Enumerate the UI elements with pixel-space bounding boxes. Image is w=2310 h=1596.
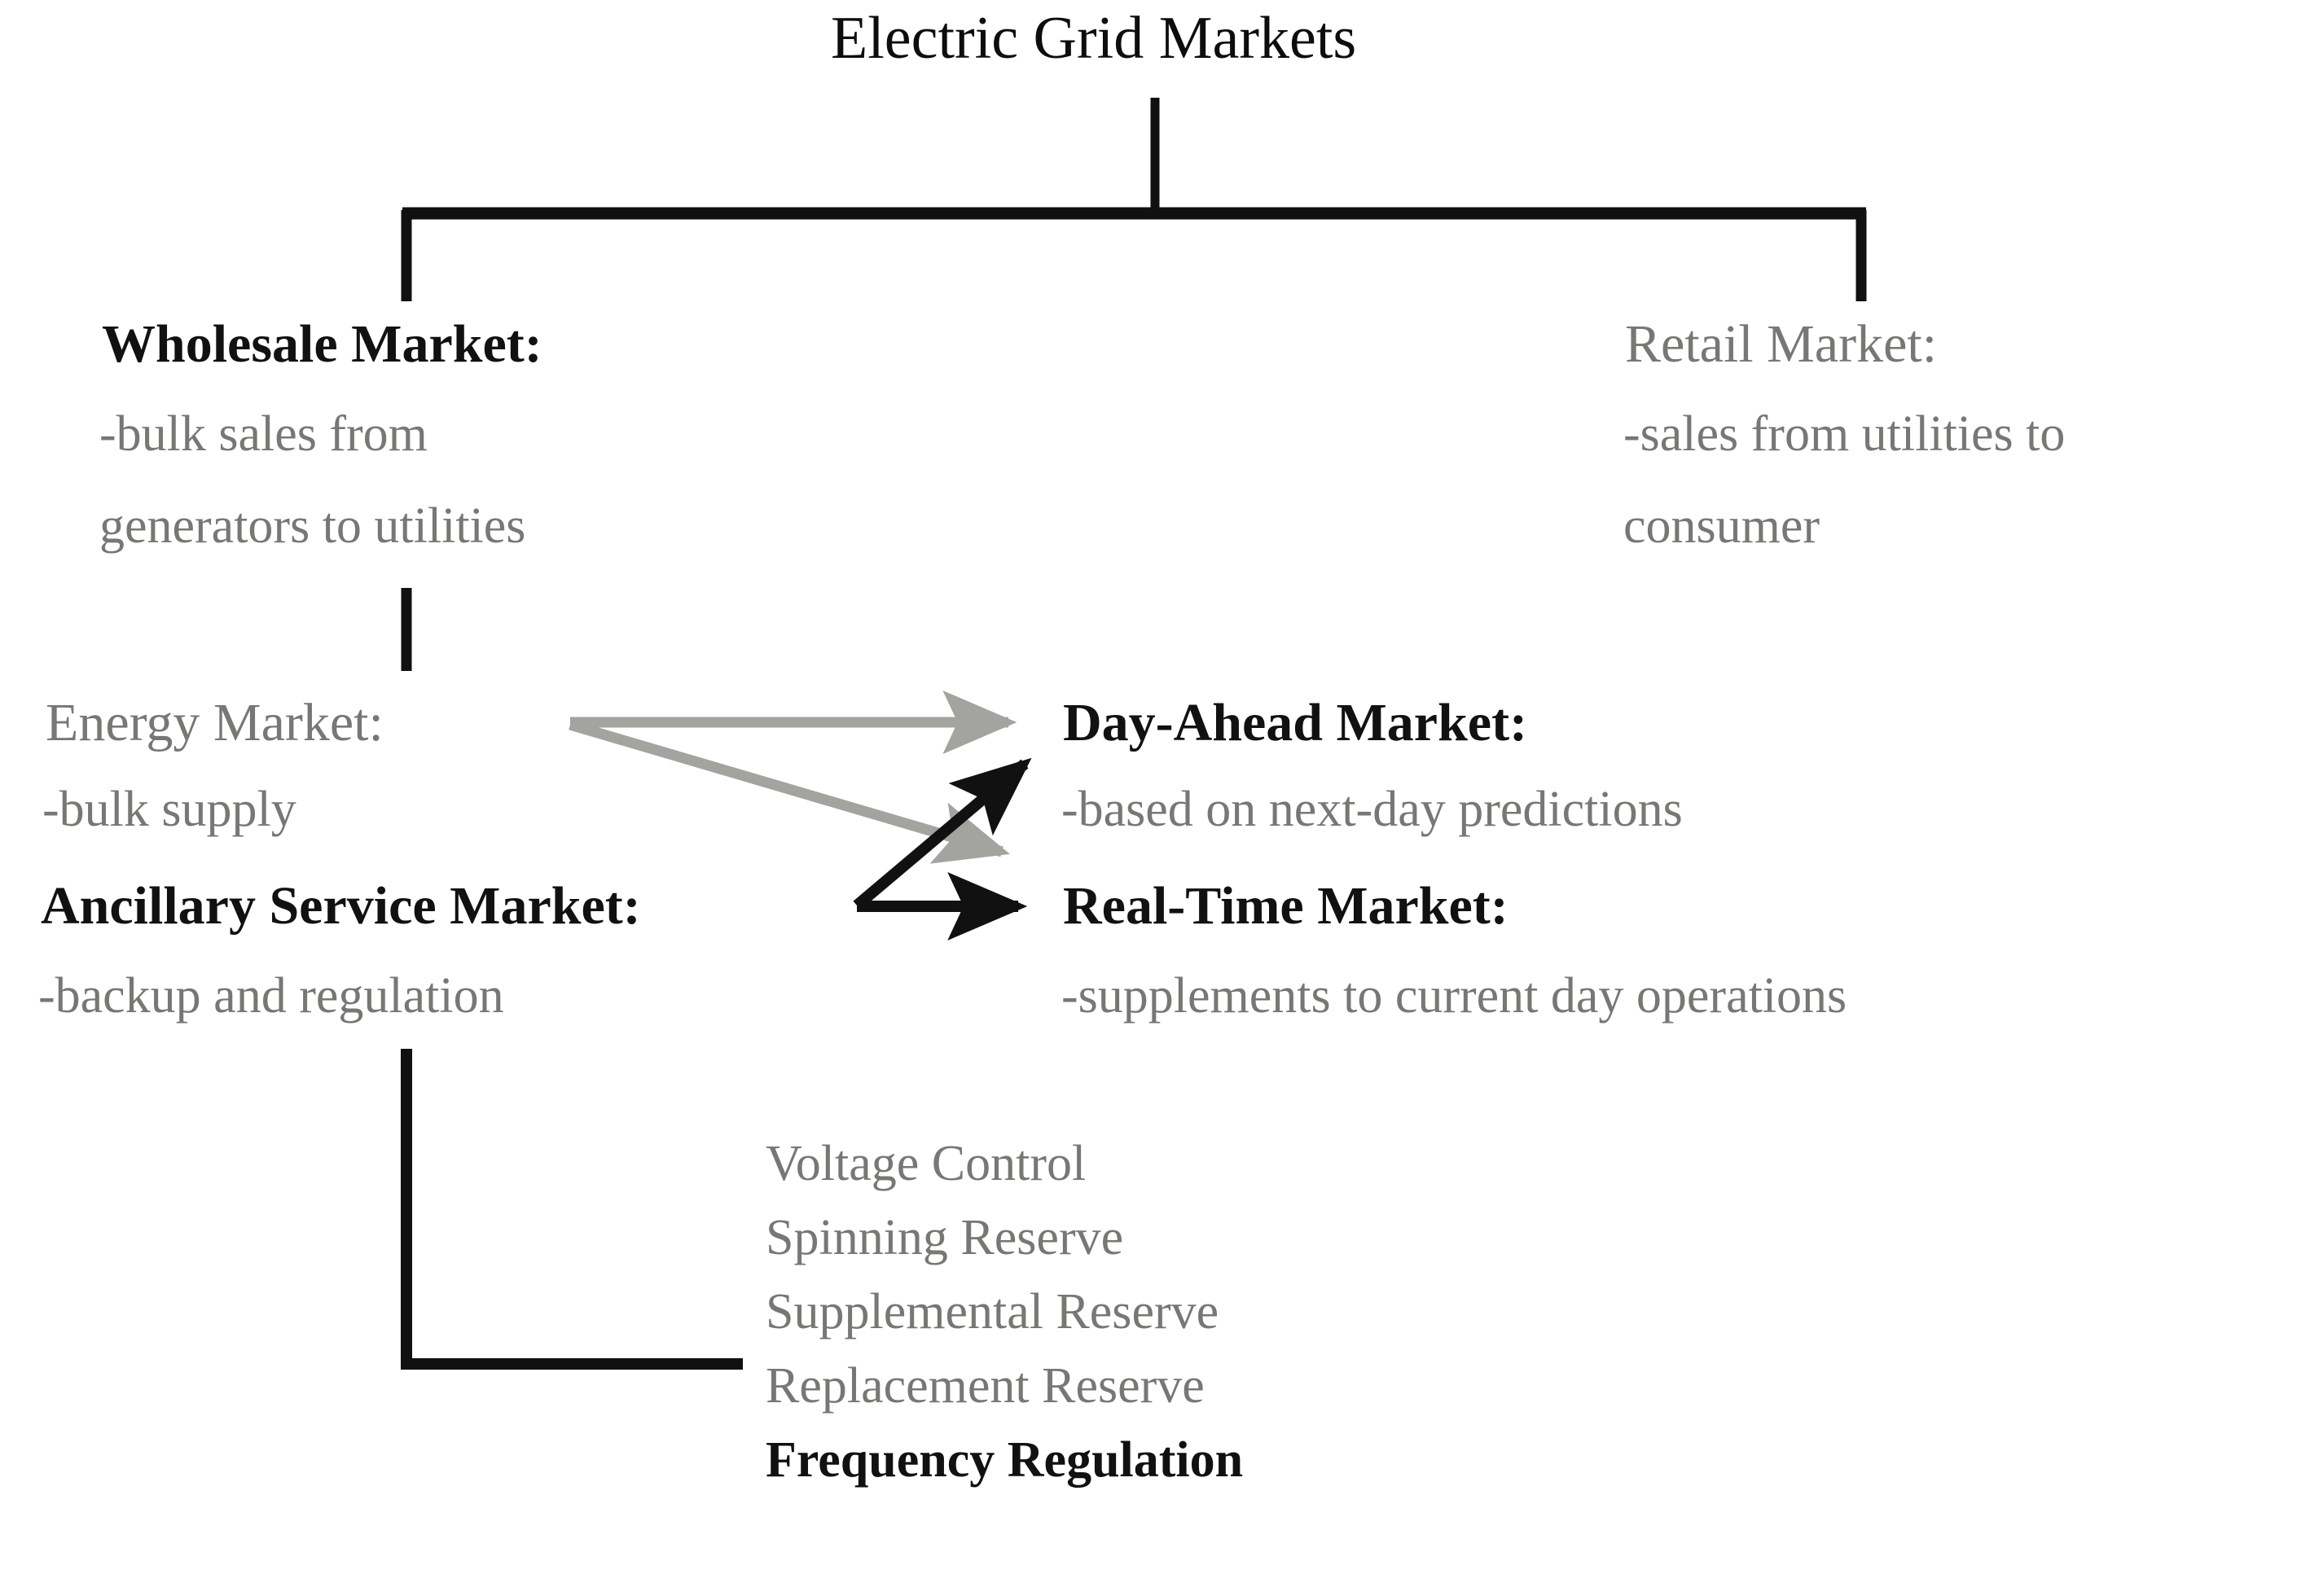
node-energy-market-title: Energy Market:	[46, 693, 384, 752]
node-retail-market-title: Retail Market:	[1625, 314, 1938, 374]
ancillary-service-item: Replacement Reserve	[766, 1358, 1205, 1414]
node-wholesale-market-desc-1: -bulk sales from	[99, 406, 428, 462]
node-retail-market-desc-1: -sales from utilities to	[1623, 406, 2066, 462]
ancillary-service-item: Frequency Regulation	[766, 1432, 1244, 1488]
node-ancillary-service-market-title: Ancillary Service Market:	[41, 876, 641, 936]
ancillary-service-item: Voltage Control	[766, 1136, 1087, 1191]
diagram-title: Electric Grid Markets	[831, 5, 1357, 72]
node-retail-market-desc-2: consumer	[1623, 498, 1820, 554]
node-energy-market-desc-1: -bulk supply	[42, 782, 296, 837]
node-real-time-market-title: Real-Time Market:	[1063, 876, 1509, 936]
node-day-ahead-market-title: Day-Ahead Market:	[1063, 693, 1528, 752]
node-real-time-market-desc-1: -supplements to current day operations	[1061, 968, 1847, 1024]
arrow-ancillary-to-day-ahead	[853, 757, 1032, 910]
node-day-ahead-market-desc-1: -based on next-day predictions	[1061, 782, 1683, 837]
arrow-energy-to-real-time	[569, 719, 1010, 864]
node-wholesale-market-title: Wholesale Market:	[102, 314, 542, 374]
ancillary-service-item: Spinning Reserve	[766, 1210, 1124, 1265]
connector-ancillary-bracket	[401, 1049, 743, 1370]
node-wholesale-market-desc-2: generators to utilities	[99, 498, 526, 554]
node-ancillary-service-market-desc-1: -backup and regulation	[38, 968, 504, 1024]
ancillary-service-item: Supplemental Reserve	[766, 1284, 1219, 1340]
